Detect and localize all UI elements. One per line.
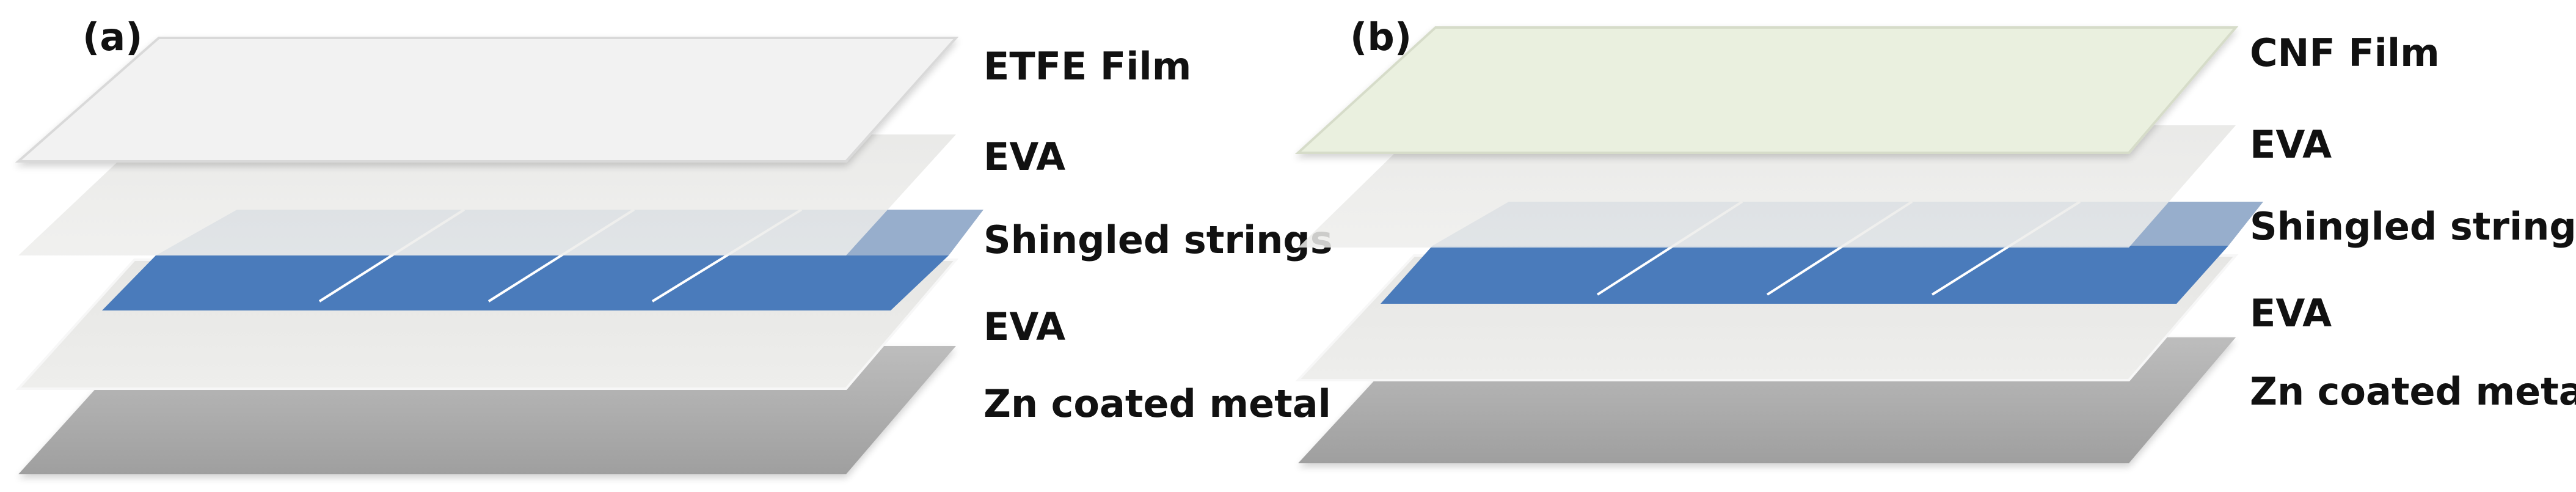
layer-eva-upper-a xyxy=(18,134,956,255)
layer-film-b xyxy=(1294,26,2239,154)
label-eva-upper-b: EVA xyxy=(2250,122,2332,167)
label-etfe-film: ETFE Film xyxy=(983,44,1191,89)
panel-a: (a) ETFE Film EVA Shingled strings EVA Z… xyxy=(15,15,1333,474)
label-zn-coated-metal-b: Zn coated metal xyxy=(2250,369,2576,414)
panel-label-a: (a) xyxy=(82,15,143,59)
label-cnf-film: CNF Film xyxy=(2250,31,2440,75)
label-eva-lower-a: EVA xyxy=(983,304,1065,349)
layer-film-a xyxy=(15,37,959,163)
panel-label-b: (b) xyxy=(1350,15,1412,59)
panel-b: (b) CNF Film EVA Shingled strings EVA Zn… xyxy=(1294,15,2576,463)
layer-eva-upper-b xyxy=(1298,125,2236,248)
label-eva-upper-a: EVA xyxy=(983,134,1065,179)
label-shingled-strings-a: Shingled strings xyxy=(983,218,1333,262)
label-shingled-strings-b: Shingled strings xyxy=(2250,204,2576,249)
label-zn-coated-metal-a: Zn coated metal xyxy=(983,381,1331,426)
label-eva-lower-b: EVA xyxy=(2250,291,2332,336)
